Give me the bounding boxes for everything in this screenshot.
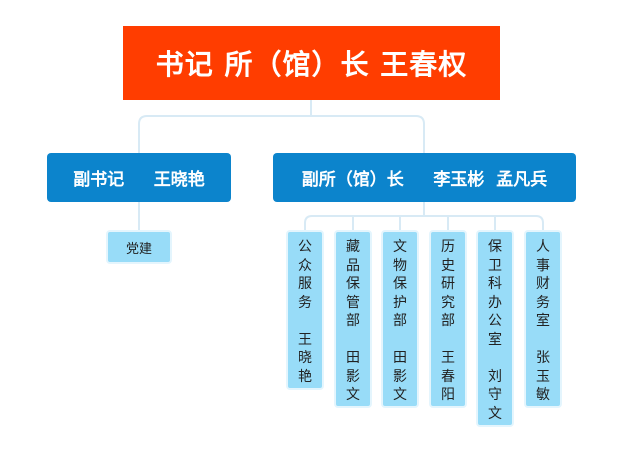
dept-node: 保 卫 科 办 公 室 刘 守 文 bbox=[476, 230, 514, 427]
party-building-node: 党建 bbox=[106, 230, 172, 264]
dept-node: 公 众 服 务 王 晓 艳 bbox=[286, 230, 324, 390]
deputy-secretary-node: 副书记 王晓艳 bbox=[47, 153, 231, 202]
departments-connector bbox=[304, 202, 544, 230]
dept-node: 藏 品 保 管 部 田 影 文 bbox=[334, 230, 372, 408]
dept-node: 文 物 保 护 部 田 影 文 bbox=[381, 230, 419, 408]
dept-node: 人 事 财 务 室 张 玉 敏 bbox=[524, 230, 562, 408]
dept-node: 历 史 研 究 部 王 春 阳 bbox=[429, 230, 467, 408]
root-connector bbox=[138, 100, 425, 153]
deputy-director-node: 副所（馆）长 李玉彬 孟凡兵 bbox=[273, 153, 576, 202]
director-node: 书记 所（馆）长 王春权 bbox=[123, 26, 500, 100]
